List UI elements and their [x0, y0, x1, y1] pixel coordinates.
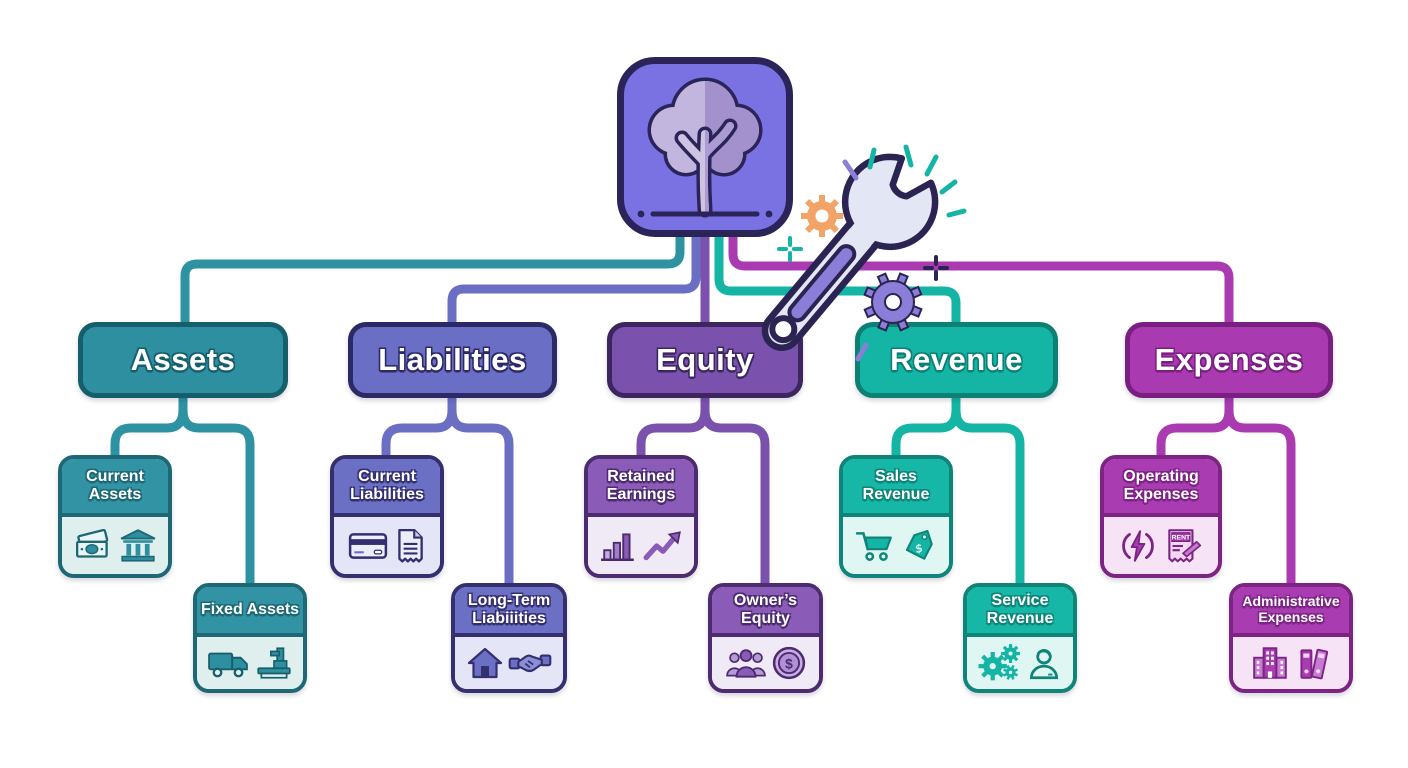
connector-expenses-children: [1156, 396, 1296, 586]
handshake-icon: [508, 654, 551, 673]
connector-liabilities-children: [381, 396, 514, 586]
root-tree-node: [617, 57, 793, 237]
subcategory-body: [1233, 637, 1349, 689]
connector-equity-children: [636, 396, 770, 586]
dollar-sign: $: [785, 655, 793, 671]
subcategory-current-assets: Current Assets: [58, 455, 172, 578]
subcategory-body: [588, 517, 694, 574]
rent-receipt-icon: RENT: [1167, 528, 1201, 562]
gears-icon: [978, 644, 1020, 681]
subcategory-owners-equity: Owner’s Equity $: [708, 583, 823, 693]
subcategory-sales-revenue: Sales Revenue $: [839, 455, 953, 578]
truck-icon: [207, 652, 248, 678]
invoice-icon: [397, 528, 423, 563]
bolt-icon: [1121, 529, 1154, 562]
credit-card-icon: [348, 532, 387, 559]
plus-icon-navy: [923, 255, 949, 281]
house-icon: [467, 647, 502, 679]
subcategory-body: RENT: [1104, 517, 1218, 574]
subcategory-body: [62, 517, 168, 574]
cash-icon: [75, 528, 108, 558]
subcategory-retained-earnings: Retained Earnings: [584, 455, 698, 578]
trend-arrow-icon: [643, 530, 681, 560]
dollar-coin-icon: $: [772, 646, 806, 680]
subcategory-header: Sales Revenue: [843, 459, 949, 517]
connector-assets-children: [110, 396, 255, 586]
subcategory-header: Retained Earnings: [588, 459, 694, 517]
gear-icon-orange: [801, 195, 843, 237]
subcategory-body: [455, 637, 563, 689]
category-label: Expenses: [1154, 342, 1304, 377]
rent-label: RENT: [1171, 534, 1190, 541]
subcategory-header: Operating Expenses: [1104, 459, 1218, 517]
person-icon: [1029, 648, 1058, 680]
subcategory-long-term-liabilities: Long-Term Liabiiities: [451, 583, 567, 693]
subcategory-body: $: [843, 517, 949, 574]
category-liabilities: Liabilities: [348, 322, 557, 398]
bar-chart-icon: [600, 532, 634, 561]
category-label: Liabilities: [378, 342, 527, 377]
subcategory-header: Administrative Expenses: [1233, 587, 1349, 637]
category-revenue: Revenue: [855, 322, 1058, 398]
subcategory-current-liabilities: Current Liabilities: [330, 455, 444, 578]
connector-revenue-children: [891, 396, 1025, 586]
gear-icon-purple: [863, 272, 923, 332]
tree-icon: [637, 77, 773, 218]
subcategory-header: Fixed Assets: [197, 587, 303, 637]
subcategory-operating-expenses: Operating Expenses RENT: [1100, 455, 1222, 578]
subcategory-body: $: [712, 637, 819, 689]
wrench-icon: [761, 153, 939, 351]
subcategory-header: Long-Term Liabiiities: [455, 587, 563, 637]
connector-root-liabilities: [447, 237, 701, 324]
subcategory-body: [334, 517, 440, 574]
sparkle-dashes: [842, 144, 967, 362]
subcategory-body: [967, 637, 1073, 689]
subcategory-header: Service Revenue: [967, 587, 1073, 637]
connector-root-expenses: [728, 237, 1234, 324]
category-label: Assets: [130, 342, 236, 377]
subcategory-header: Current Liabilities: [334, 459, 440, 517]
subcategory-header: Current Assets: [62, 459, 168, 517]
subcategory-administrative-expenses: Administrative Expenses: [1229, 583, 1353, 693]
connector-root-assets: [180, 237, 685, 324]
plus-icon-teal: [777, 236, 803, 262]
category-label: Equity: [656, 342, 754, 377]
bank-icon: [120, 528, 155, 562]
building-icon: [1252, 647, 1287, 679]
subcategory-fixed-assets: Fixed Assets: [193, 583, 307, 693]
category-assets: Assets: [78, 322, 288, 398]
people-icon: [726, 649, 766, 678]
binders-icon: [1299, 648, 1328, 680]
category-label: Revenue: [890, 342, 1023, 377]
subcategory-header: Owner’s Equity: [712, 587, 819, 637]
dollar-sign: $: [912, 541, 924, 556]
subcategory-service-revenue: Service Revenue: [963, 583, 1077, 693]
subcategory-body: [197, 637, 303, 689]
machine-icon: [256, 647, 291, 679]
category-expenses: Expenses: [1125, 322, 1333, 398]
price-tag-icon: $: [905, 529, 933, 560]
cart-icon: [855, 531, 892, 561]
